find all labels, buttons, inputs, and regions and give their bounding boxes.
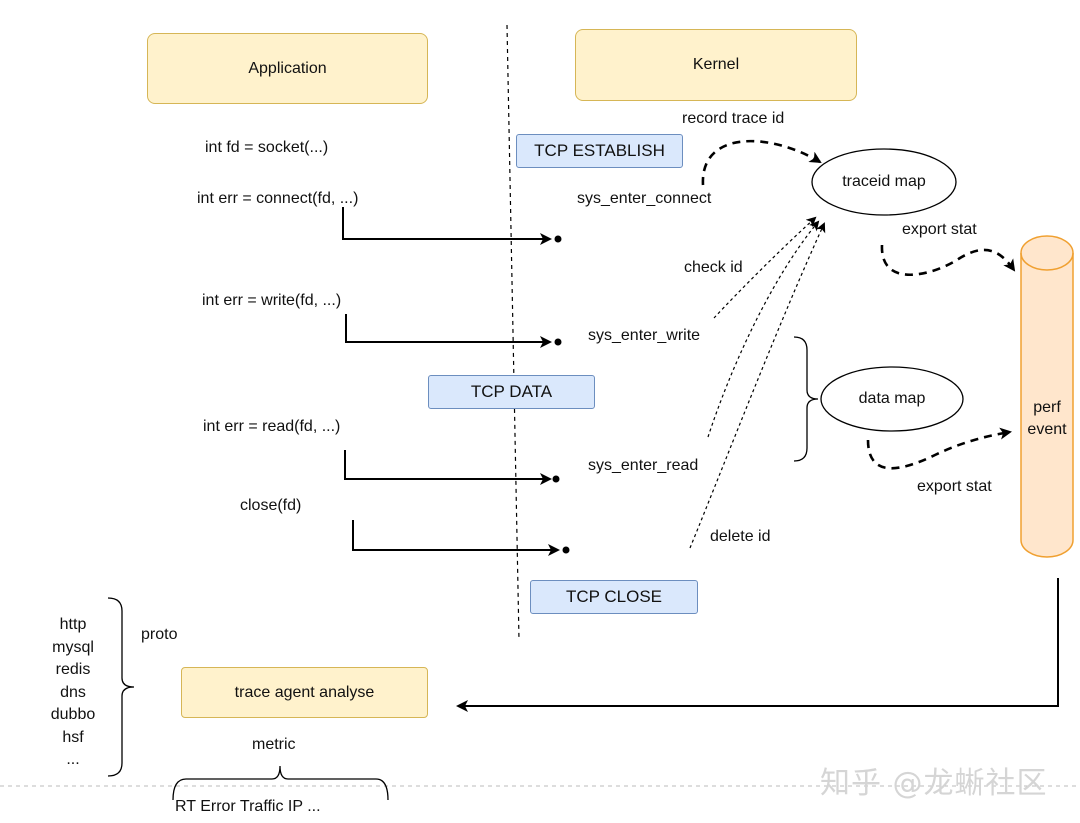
- record-trace-id-label: record trace id: [682, 110, 785, 127]
- perf-event-label: perf event: [1021, 397, 1073, 441]
- tcp-establish-state: TCP ESTABLISH: [516, 134, 683, 168]
- read-arrow: [344, 450, 552, 485]
- tcp-close-state: TCP CLOSE: [530, 580, 698, 614]
- close-arrow: [352, 520, 560, 556]
- export-stat-bottom-edge: [866, 427, 1012, 470]
- perf-event-line1: perf: [1033, 399, 1061, 416]
- close-arrow-dot: [562, 546, 570, 554]
- check-id-edge: [713, 216, 817, 319]
- watermark: 知乎 @龙蜥社区: [820, 766, 1048, 801]
- data-map-label: data map: [858, 390, 926, 407]
- record-trace-id-edge: [701, 139, 822, 186]
- sys-enter-connect-hook: sys_enter_connect: [577, 190, 712, 207]
- read-arrow-dot: [552, 475, 560, 483]
- lane-divider: [506, 24, 520, 641]
- protocol-item: ...: [66, 751, 80, 768]
- write-call: int err = write(fd, ...): [202, 292, 342, 309]
- metric-brace: [172, 765, 389, 801]
- protocol-item: dns: [60, 683, 86, 701]
- protocol-item: dubbo: [50, 706, 96, 723]
- kernel-brace: [793, 336, 819, 462]
- delete-id-label: delete id: [710, 528, 771, 545]
- read-check-edge: [707, 220, 820, 438]
- write-arrow-dot: [554, 338, 562, 346]
- proto-brace: [107, 597, 135, 777]
- check-id-label: check id: [684, 259, 743, 276]
- sys-enter-write-hook: sys_enter_write: [588, 327, 701, 344]
- export-stat-bottom-label: export stat: [917, 478, 992, 495]
- metrics-list: RT Error Traffic IP ...: [175, 798, 321, 815]
- close-call: close(fd): [240, 497, 302, 514]
- traceid-map-shape: [811, 148, 957, 216]
- connect-arrow: [342, 207, 552, 245]
- kernel-lane-header: Kernel: [575, 29, 857, 101]
- read-call: int err = read(fd, ...): [203, 418, 341, 435]
- application-lane-header: Application: [147, 33, 428, 104]
- connect-call: int err = connect(fd, ...): [197, 190, 359, 207]
- proto-label: proto: [141, 626, 178, 643]
- trace-agent-analyse: trace agent analyse: [181, 667, 428, 718]
- protocol-item: mysql: [52, 638, 94, 656]
- protocol-item: http: [59, 616, 87, 633]
- protocol-item: hsf: [62, 728, 84, 746]
- socket-call: int fd = socket(...): [205, 139, 329, 156]
- sys-enter-read-hook: sys_enter_read: [588, 457, 699, 474]
- export-stat-top-label: export stat: [902, 221, 977, 238]
- tcp-data-state: TCP DATA: [428, 375, 595, 409]
- write-arrow: [345, 314, 552, 348]
- metric-label: metric: [252, 736, 296, 753]
- traceid-map-label: traceid map: [842, 173, 926, 190]
- export-stat-top-edge: [880, 244, 1016, 277]
- perf-event-top: [1020, 252, 1074, 271]
- protocol-item: redis: [55, 661, 91, 678]
- data-map-shape: [820, 366, 964, 432]
- perf-event-line2: event: [1027, 421, 1067, 438]
- protocol-list: http mysql redis dns dubbo hsf ...: [40, 614, 106, 772]
- delete-id-edge: [689, 222, 826, 549]
- perf-event-shape: [1020, 235, 1074, 558]
- connect-arrow-dot: [554, 235, 562, 243]
- perf-to-agent-edge: [456, 578, 1059, 712]
